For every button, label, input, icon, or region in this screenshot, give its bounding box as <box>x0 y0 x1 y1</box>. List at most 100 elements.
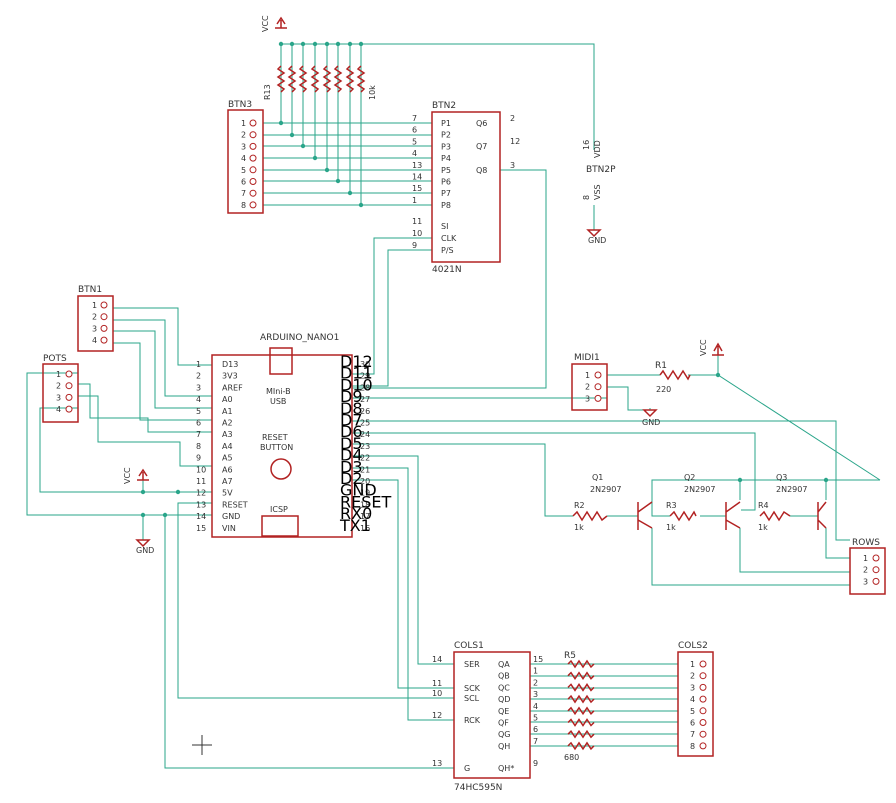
btn2-pin-num: 13 <box>412 161 422 170</box>
resistor <box>567 741 595 751</box>
cols1-pin-label: QG <box>498 730 511 739</box>
arduino-pin-label: TX1 <box>339 516 371 535</box>
pots-pin-num: 2 <box>56 382 61 391</box>
q2-part: 2N2907 <box>684 485 715 494</box>
btn3-pin-num: 8 <box>241 201 246 210</box>
junctions <box>140 41 829 518</box>
cols1-name: COLS1 <box>454 641 484 651</box>
resistor <box>322 65 332 93</box>
btn2-pin-label: Q8 <box>476 166 487 175</box>
btn1-pin <box>100 313 108 321</box>
arduino-pin-num: 20 <box>360 477 370 486</box>
pots-pin <box>65 405 73 413</box>
resistor <box>333 65 343 93</box>
pots-name: POTS <box>43 354 67 364</box>
resistor <box>567 671 595 681</box>
arduino-pin-num: 23 <box>360 442 370 451</box>
q1-part: 2N2907 <box>590 485 621 494</box>
pots-pin-num: 3 <box>56 393 61 402</box>
resistor <box>567 683 595 692</box>
arduino-pin-num: 21 <box>360 465 370 474</box>
arduino-pin-num: 4 <box>196 395 201 404</box>
resistor <box>287 65 297 93</box>
arduino-name: ARDUINO_NANO1 <box>260 333 339 343</box>
btn2-pin-label: P4 <box>441 154 451 163</box>
arduino-pin-label: D11 <box>340 364 373 383</box>
btn2-pin-label: P8 <box>441 201 451 210</box>
btn2-pin-label: P/S <box>441 246 454 255</box>
resistor <box>310 65 320 93</box>
arduino-pin-num: 29 <box>360 372 370 381</box>
arduino-pin-label: D2 <box>340 469 363 488</box>
rows-pin <box>872 566 880 574</box>
btn3-pin-num: 7 <box>241 189 246 198</box>
btn3-pin-num: 4 <box>241 154 246 163</box>
arduino-pin-label: A3 <box>222 430 233 439</box>
arduino-pin-num: 3 <box>196 383 201 392</box>
r1-value: 220 <box>656 385 671 394</box>
arduino-pin-label: GND <box>222 512 240 521</box>
btn2-pin-num: 2 <box>510 114 515 123</box>
midi-pin <box>594 394 602 402</box>
cols1-pin-num: 4 <box>533 702 538 711</box>
arduino-pin-label: RESET <box>222 500 248 509</box>
cols2-pin-num: 2 <box>690 672 695 681</box>
arduino-pin-num: 24 <box>360 430 370 439</box>
arduino-pin-num: 7 <box>196 430 201 439</box>
btn2-pin-num: 6 <box>412 126 417 135</box>
midi-pin-num: 1 <box>585 371 590 380</box>
arduino-pin-label: A5 <box>222 454 233 463</box>
rows-pin-num: 2 <box>863 566 868 575</box>
midi-pin <box>594 383 602 391</box>
arduino-pin-num: 10 <box>196 465 206 474</box>
pin-labels: 1234567812341234123123123456787P16P25P34… <box>56 114 868 773</box>
btn2-pin-label: Q7 <box>476 142 487 151</box>
r-array-value: 10k <box>368 85 377 100</box>
cols1-pin-num: 5 <box>533 714 538 723</box>
connector-pins <box>65 119 880 750</box>
btn3-pin-num: 5 <box>241 166 246 175</box>
btn2-pin-num: 9 <box>412 241 417 250</box>
pots-pin <box>65 382 73 390</box>
btn2-pin-num: 11 <box>412 217 422 226</box>
r13-label: R13 <box>263 84 272 100</box>
pots-pin <box>65 370 73 378</box>
cols2-pin-num: 3 <box>690 683 695 692</box>
cols1-pin-num: 1 <box>533 667 538 676</box>
resistor <box>276 65 286 93</box>
btn3-name: BTN3 <box>228 100 252 110</box>
arduino-pin-num: 22 <box>360 454 370 463</box>
btn2-pin-num: 3 <box>510 161 515 170</box>
btn2p-vss-num: 8 <box>582 195 591 200</box>
cols1-pin-label: QH* <box>498 764 514 773</box>
arduino-pin-num: 19 <box>360 489 370 498</box>
arduino-pin-label: 3V3 <box>222 372 238 381</box>
btn3-pin <box>249 119 257 127</box>
resistor <box>356 65 366 93</box>
resistor <box>567 729 595 739</box>
r5-name: R5 <box>564 651 576 661</box>
gnd-left: GND <box>136 546 154 555</box>
crosshair-cursor-icon <box>192 735 212 755</box>
arduino-reset1: RESET <box>262 433 288 442</box>
midi-pin-num: 2 <box>585 383 590 392</box>
cols1-pin-label: SER <box>464 660 480 669</box>
btn2p-vdd-num: 16 <box>582 140 591 150</box>
btn3-pin <box>249 189 257 197</box>
cols1-pin-num: 14 <box>432 655 442 664</box>
arduino-pin-label: D6 <box>340 422 363 441</box>
midi-pin-num: 3 <box>585 394 590 403</box>
arduino-usb: MIni-B <box>266 387 291 396</box>
btn1-name: BTN1 <box>78 285 102 295</box>
btn2p-vdd: VDD <box>593 140 602 158</box>
cols1-pin-label: SCK <box>464 684 481 693</box>
cols1-pin-num: 10 <box>432 689 442 698</box>
vcc-midi: VCC <box>699 339 708 356</box>
parts <box>42 16 886 779</box>
cols2-pin-num: 4 <box>690 695 695 704</box>
arduino-pin-label: A0 <box>222 395 233 404</box>
cols2-pin-num: 7 <box>690 730 695 739</box>
cols1-pin-label: QH <box>498 742 510 751</box>
cols2-pin <box>699 672 707 680</box>
